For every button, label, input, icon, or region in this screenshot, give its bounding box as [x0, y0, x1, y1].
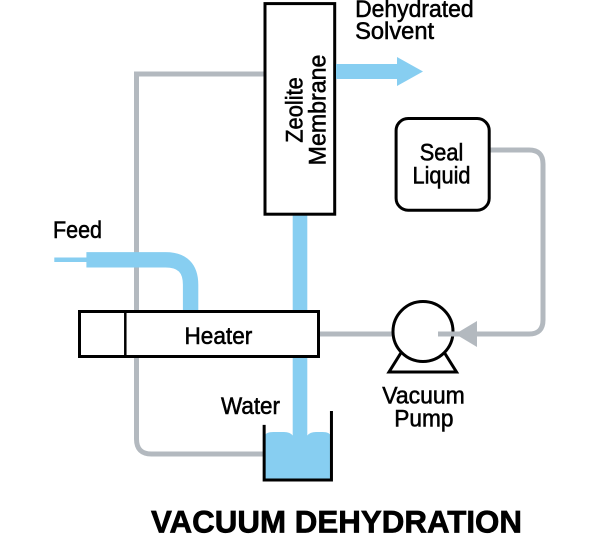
svg-text:Solvent: Solvent	[355, 18, 434, 45]
svg-text:Pump: Pump	[394, 406, 453, 433]
svg-text:Feed: Feed	[53, 217, 102, 244]
svg-text:Heater: Heater	[185, 323, 253, 350]
svg-text:Water: Water	[221, 393, 280, 420]
svg-text:Dehydrated: Dehydrated	[355, 0, 474, 23]
svg-text:Vacuum: Vacuum	[382, 382, 465, 409]
svg-text:VACUUM DEHYDRATION: VACUUM DEHYDRATION	[151, 504, 522, 535]
svg-text:Seal: Seal	[420, 139, 464, 166]
svg-text:Liquid: Liquid	[413, 163, 471, 190]
svg-text:ZeoliteMembrane: ZeoliteMembrane	[282, 55, 332, 166]
